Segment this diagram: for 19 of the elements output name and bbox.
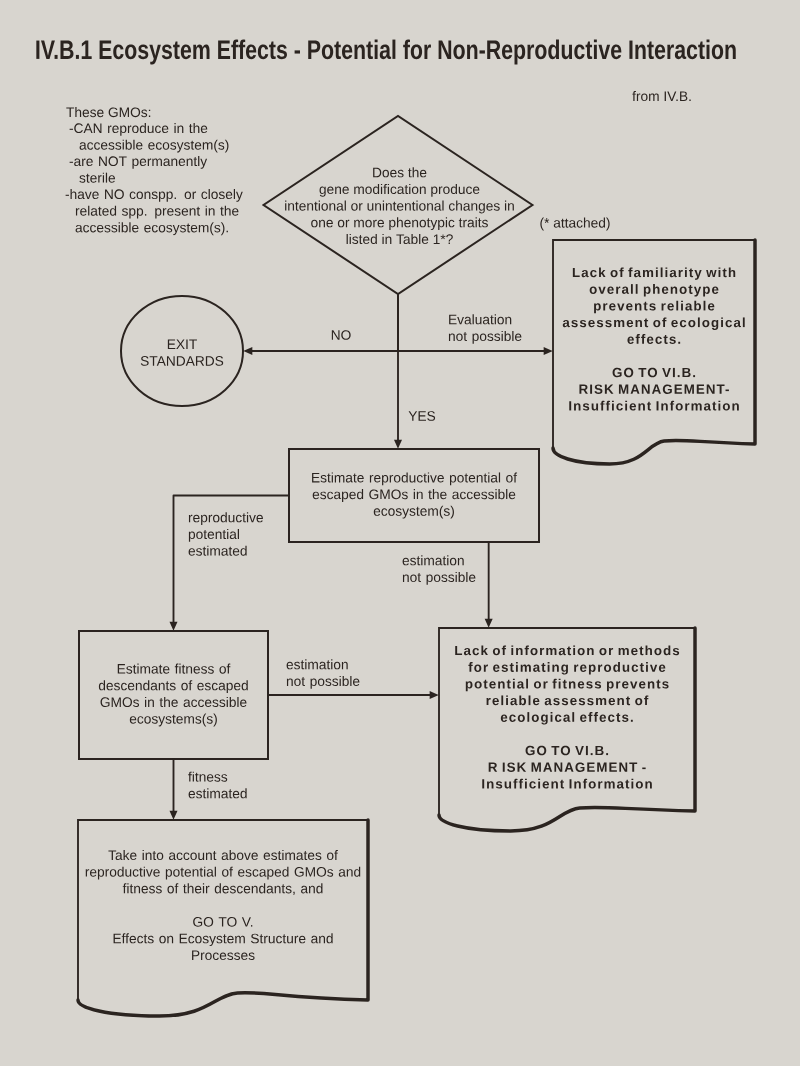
edge-label: YES bbox=[406, 409, 438, 423]
document-box: Take into account above estimates of reproductive potential of escaped GMOs and fitness of their descendants, and GO TO V. Effects on Ecosystem Structure and Processes bbox=[76, 818, 370, 1018]
edge-label: fitness estimated bbox=[186, 769, 260, 801]
page-title: IV.B.1 Ecosystem Effects - Potential for Non-Reproductive Interaction bbox=[36, 39, 736, 65]
edge-label: Evaluation not possible bbox=[446, 312, 530, 346]
process-box: Estimate fitness of descendants of escaped GMOs in the accessible ecosystems(s) bbox=[78, 630, 269, 760]
footnote-text: (* attached) bbox=[540, 217, 610, 231]
note-heading: These GMOs: bbox=[66, 107, 151, 118]
edge-label: estimation not possible bbox=[400, 553, 484, 587]
document-box: Lack of familiarity with overall phenotype prevents reliable assessment of ecological effects. GO TO VI.B. RISK MANAGEMENT- Insufficient Information bbox=[551, 238, 757, 466]
edge-label: NO bbox=[328, 328, 354, 342]
note-text: -have NO conspp. or closely related spp. present in the accessible ecosystem(s). bbox=[65, 189, 243, 236]
reference-note: from IV.B. bbox=[632, 90, 691, 102]
edge-label: estimation not possible bbox=[284, 657, 368, 691]
note-text: -are NOT permanently sterile bbox=[69, 156, 208, 183]
edge-label: reproductive potential estimated bbox=[186, 510, 274, 558]
document-box: Lack of information or methods for estimating reproductive potential or fitness prevents reliable assessment of ecological effects. GO TO VI.B. R ISK MANAGEMENT - Insufficient Information bbox=[437, 626, 697, 833]
process-box: Estimate reproductive potential of escaped GMOs in the accessible ecosystem(s) bbox=[288, 448, 540, 543]
note-text: -CAN reproduce in the accessible ecosystem(s) bbox=[69, 123, 229, 153]
